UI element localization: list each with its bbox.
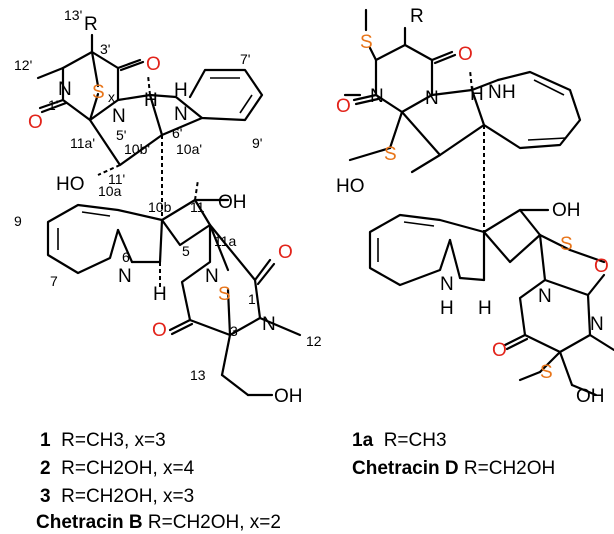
compound-id: Chetracin B: [36, 512, 143, 533]
compound-id: 1: [40, 430, 51, 451]
right-h-center: H: [470, 84, 484, 105]
legend-right-row-2: Chetracin D R=CH2OH: [352, 458, 555, 480]
left-locants: 13' 3' 12' 1' 11a' 5' 6' 7' 9' 11' 10b' …: [14, 7, 322, 383]
locant-7: 7: [50, 273, 58, 289]
right-n-bottom-ring: N: [538, 286, 552, 307]
left-structure: [36, 33, 302, 397]
locant-7p: 7': [240, 51, 250, 67]
compound-id: Chetracin D: [352, 458, 459, 479]
left-h-10: H: [153, 284, 167, 305]
locant-5: 5: [182, 243, 190, 259]
right-h-bottom: H: [440, 298, 454, 319]
compound-desc: R=CH2OH: [463, 458, 556, 479]
right-atom-labels: R S O N O N H N H S HO OH S O N N H H N …: [336, 6, 609, 407]
left-n5p: N: [112, 106, 126, 127]
locant-11p: 11': [108, 171, 125, 187]
right-oh: OH: [552, 200, 581, 221]
left-oh-13: OH: [274, 386, 303, 407]
locant-1: 1: [248, 291, 256, 307]
right-structure: [343, 8, 614, 397]
right-o-top: O: [458, 44, 473, 65]
left-s-3: S: [218, 284, 231, 305]
left-oh-11: OH: [218, 192, 247, 213]
compound-desc: R=CH3, x=3: [61, 430, 166, 451]
locant-6: 6: [122, 249, 130, 265]
locant-13: 13: [190, 367, 206, 383]
compound-desc: R=CH2OH, x=2: [147, 512, 281, 533]
right-ho: HO: [336, 176, 365, 197]
locant-6p: 6': [172, 125, 182, 141]
compound-id: 2: [40, 458, 51, 479]
legend-row-1: 1 R=CH3, x=3: [40, 430, 166, 452]
compound-id: 1a: [352, 430, 374, 451]
left-o-1: O: [278, 242, 293, 263]
right-n-center: N: [425, 88, 439, 109]
right-s-mid: S: [384, 144, 397, 165]
locant-13p: 13': [64, 7, 82, 23]
right-r-label: R: [410, 6, 424, 27]
compound-desc: R=CH3: [383, 430, 447, 451]
left-o-left: O: [28, 112, 43, 133]
left-nh-h: H: [174, 80, 188, 101]
legend-row-2: 2 R=CH2OH, x=4: [40, 458, 194, 480]
right-o-bottom: O: [492, 340, 507, 361]
compound-desc: R=CH2OH, x=4: [61, 458, 195, 479]
legend-right-row-1: 1a R=CH3: [352, 430, 447, 452]
right-nh: N: [488, 82, 502, 103]
right-h-bottom2: H: [478, 298, 492, 319]
locant-11a: 11a: [214, 233, 237, 249]
left-o-top: O: [146, 54, 161, 75]
locant-10ap: 10a': [176, 141, 202, 157]
left-n-5: N: [205, 266, 219, 287]
left-x-label: x: [108, 89, 115, 105]
left-s-top: S: [92, 82, 105, 103]
locant-12p: 12': [14, 57, 32, 73]
locant-9p: 9': [252, 135, 262, 151]
locant-12: 12: [306, 333, 322, 349]
locant-5p: 5': [116, 127, 126, 143]
locant-11ap: 11a': [70, 135, 95, 151]
left-n-top: N: [58, 79, 72, 100]
locant-10bp: 10b': [124, 141, 150, 157]
locant-3: 3: [230, 323, 238, 339]
left-h-5p: H: [144, 90, 158, 111]
right-s-top: S: [360, 32, 373, 53]
right-nh-bottom: N: [440, 274, 454, 295]
compound-desc: R=CH2OH, x=3: [61, 486, 195, 507]
locant-1p: 1': [48, 97, 58, 113]
left-n-1: N: [262, 314, 276, 335]
left-n6p: N: [174, 104, 188, 125]
legend-row-4: Chetracin B R=CH2OH, x=2: [36, 512, 281, 534]
right-nh-h: H: [502, 82, 516, 103]
right-s-right: S: [560, 234, 573, 255]
right-n-left: N: [370, 86, 384, 107]
right-o-right: O: [594, 256, 609, 277]
right-n-bottom: N: [590, 314, 604, 335]
right-o-left: O: [336, 96, 351, 117]
right-s-bottom: S: [540, 362, 553, 383]
locant-11: 11: [190, 199, 205, 215]
left-ho: HO: [56, 174, 85, 195]
locant-9: 9: [14, 213, 22, 229]
locant-10a: 10a: [98, 183, 122, 199]
legend-row-3: 3 R=CH2OH, x=3: [40, 486, 194, 508]
left-atom-labels: R N O S x N H H N O HO OH O N N S O OH H…: [28, 14, 303, 407]
locant-10b: 10b: [148, 199, 172, 215]
left-o-5: O: [152, 320, 167, 341]
left-n-6: N: [118, 266, 132, 287]
compound-id: 3: [40, 486, 51, 507]
left-r-label: R: [84, 14, 98, 35]
right-oh-bottom: OH: [576, 386, 605, 407]
locant-3p: 3': [100, 41, 110, 57]
